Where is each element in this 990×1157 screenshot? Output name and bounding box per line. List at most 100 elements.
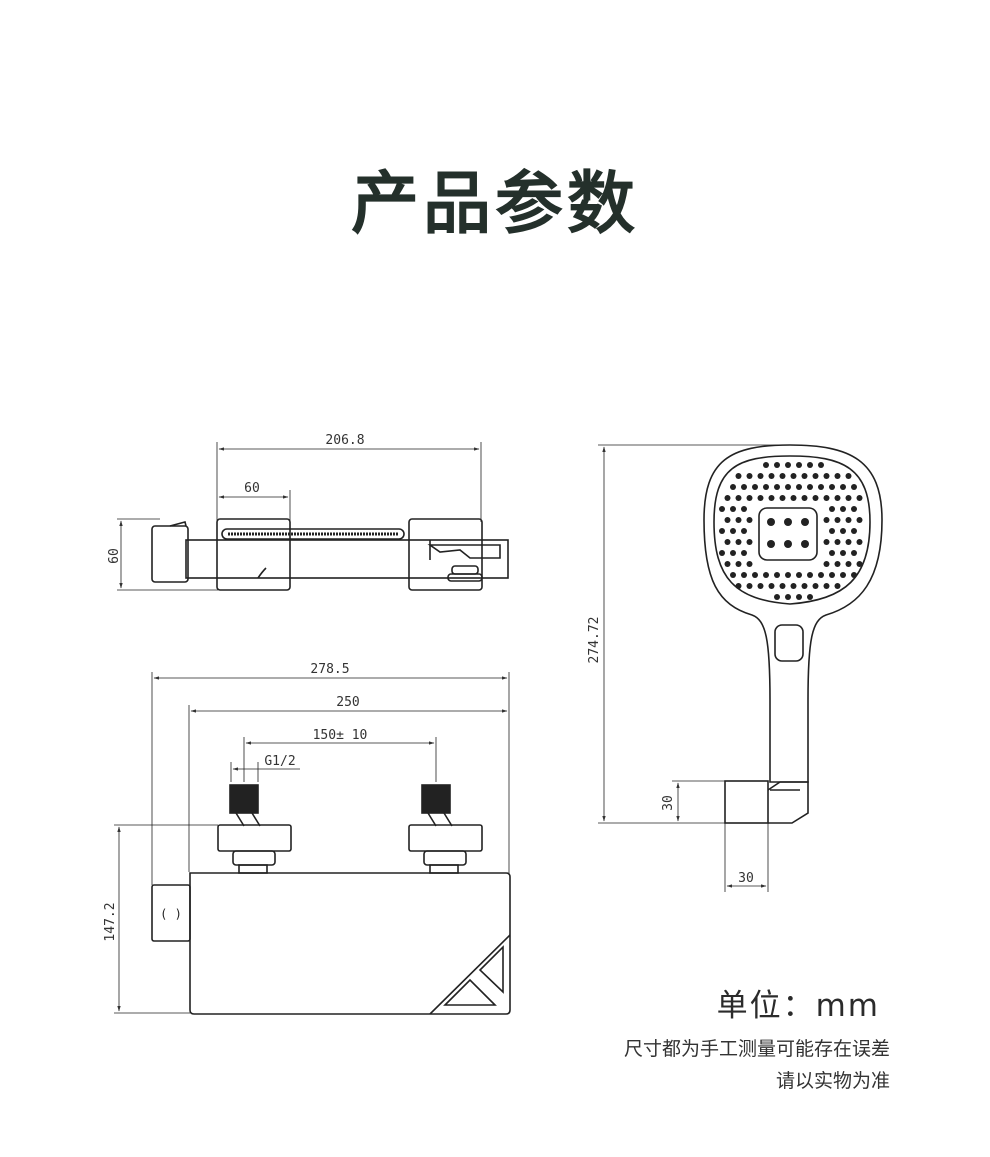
nozzle-dot	[796, 594, 802, 600]
dim-top-height: 60	[107, 548, 122, 564]
nozzle-dot	[818, 484, 824, 490]
nozzle-dot	[851, 572, 857, 578]
nozzle-dot	[774, 572, 780, 578]
nozzle-dot	[840, 484, 846, 490]
nozzle-dot	[823, 495, 830, 501]
nozzle-dot	[763, 572, 769, 578]
nozzle-dot	[719, 550, 725, 556]
nozzle-dot	[746, 495, 753, 501]
nozzle-dot	[829, 506, 835, 512]
nozzle-dot	[757, 583, 764, 589]
nozzle-dot	[763, 484, 769, 490]
nozzle-dot	[746, 561, 753, 567]
svg-text:( ): ( )	[160, 907, 182, 921]
top-view	[117, 442, 509, 591]
unit-label: 单位：mm	[716, 988, 880, 1024]
nozzle-dot	[829, 572, 835, 578]
nozzle-dot	[752, 572, 758, 578]
nozzle-dot	[851, 484, 857, 490]
dim-front-thread: G1/2	[264, 754, 295, 769]
nozzle-dot	[801, 495, 808, 501]
nozzle-dot	[719, 528, 725, 534]
nozzle-dot	[730, 550, 736, 556]
nozzle-dot	[851, 528, 857, 534]
nozzle-dot	[735, 539, 742, 545]
nozzle-dot	[768, 473, 775, 479]
dim-front-height: 147.2	[103, 902, 118, 941]
nozzle-dot	[796, 484, 802, 490]
nozzle-dot	[757, 473, 764, 479]
note-line-1: 尺寸都为手工测量可能存在误差	[623, 1038, 890, 1060]
nozzle-dot	[796, 462, 802, 468]
dim-handshower-height: 274.72	[587, 617, 602, 664]
nozzle-dot	[834, 517, 841, 523]
nozzle-dot	[785, 484, 791, 490]
nozzle-dot	[785, 594, 791, 600]
nozzle-dot	[834, 495, 841, 501]
nozzle-dot	[801, 583, 808, 589]
nozzle-dot	[774, 484, 780, 490]
nozzle-dot	[856, 561, 863, 567]
nozzle-dot	[724, 561, 731, 567]
nozzle-dot	[807, 462, 813, 468]
nozzle-dot	[730, 528, 736, 534]
nozzle-dot	[845, 473, 852, 479]
nozzle-dot	[741, 484, 747, 490]
nozzle-dot	[730, 484, 736, 490]
nozzle-dot	[818, 572, 824, 578]
nozzle-dot	[746, 539, 753, 545]
nozzle-dot	[851, 550, 857, 556]
dim-handshower-base-h: 30	[661, 795, 676, 811]
nozzle-dot	[829, 550, 835, 556]
nozzle-dot	[779, 473, 786, 479]
dim-top-inner: 60	[244, 481, 260, 496]
nozzle-dot	[823, 517, 830, 523]
hand-shower-view	[598, 444, 883, 892]
nozzle-dot	[741, 506, 747, 512]
nozzle-dot	[757, 495, 764, 501]
nozzle-dot	[790, 583, 797, 589]
nozzle-dot	[823, 561, 830, 567]
nozzle-dot	[719, 506, 725, 512]
nozzle-dot	[763, 462, 769, 468]
nozzle-dots	[719, 462, 863, 600]
nozzle-dot	[845, 561, 852, 567]
nozzle-dot	[774, 462, 780, 468]
nozzle-dot	[785, 462, 791, 468]
nozzle-dot	[735, 473, 742, 479]
nozzle-dot	[834, 583, 841, 589]
nozzle-dot	[851, 506, 857, 512]
nozzle-dot	[779, 495, 786, 501]
dim-front-total: 278.5	[310, 662, 349, 677]
nozzle-dot	[741, 528, 747, 534]
nozzle-dot	[735, 495, 742, 501]
nozzle-dot	[730, 572, 736, 578]
nozzle-dot	[752, 484, 758, 490]
nozzle-dot	[823, 539, 830, 545]
nozzle-dot	[829, 484, 835, 490]
nozzle-dot	[741, 572, 747, 578]
nozzle-dot	[812, 473, 819, 479]
dim-handshower-base-w: 30	[738, 871, 754, 886]
dim-top-width: 206.8	[325, 433, 364, 448]
nozzle-dot	[735, 517, 742, 523]
nozzle-dot	[746, 517, 753, 523]
nozzle-dot	[724, 495, 731, 501]
nozzle-dot	[834, 539, 841, 545]
nozzle-dot	[856, 539, 863, 545]
nozzle-dot	[790, 495, 797, 501]
nozzle-dot	[834, 561, 841, 567]
nozzle-dot	[779, 583, 786, 589]
nozzle-dot	[735, 583, 742, 589]
nozzle-dot	[845, 539, 852, 545]
nozzle-dot	[801, 473, 808, 479]
nozzle-dot	[741, 550, 747, 556]
nozzle-dot	[823, 583, 830, 589]
nozzle-dot	[812, 583, 819, 589]
nozzle-dot	[724, 539, 731, 545]
nozzle-dot	[807, 594, 813, 600]
nozzle-dot	[812, 495, 819, 501]
nozzle-dot	[774, 594, 780, 600]
nozzle-dot	[818, 462, 824, 468]
